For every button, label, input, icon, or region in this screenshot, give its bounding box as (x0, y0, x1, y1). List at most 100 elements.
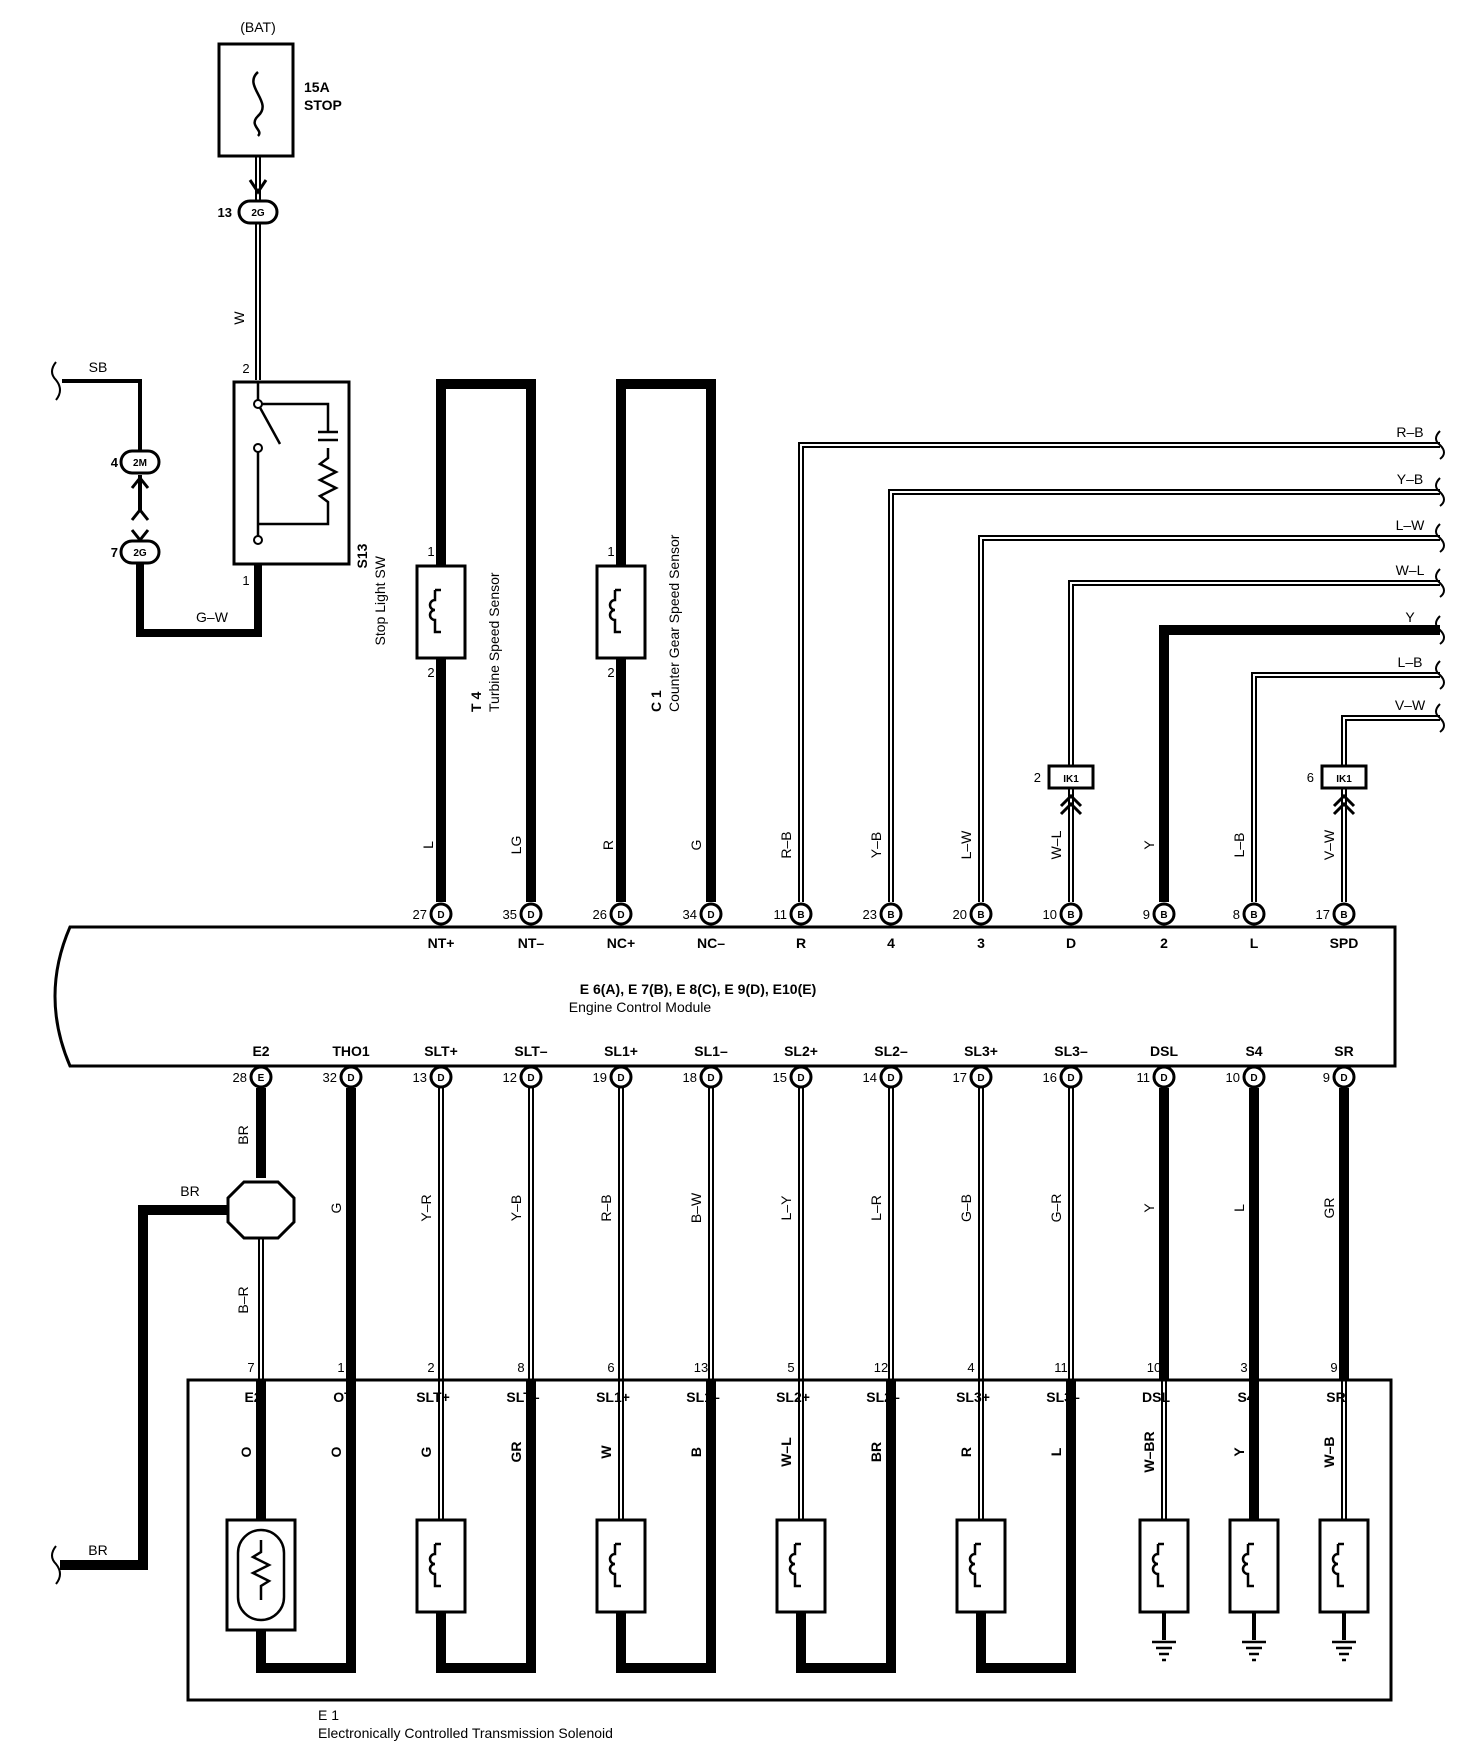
ecm-bottom-label: E2 (252, 1043, 269, 1059)
ik1-id: IK1 (1336, 774, 1352, 785)
ecm-top-label: D (1066, 935, 1076, 951)
ecm-bottom-pin: 11 (1137, 1070, 1151, 1085)
switch-code: S13 (354, 543, 370, 568)
solenoid-terminal-label: SL2+ (776, 1389, 810, 1405)
ecm-top-terminal-letter: B (797, 910, 804, 921)
solenoid-coil-winding (608, 1542, 621, 1588)
ecm-bottom-label: THO1 (332, 1043, 370, 1059)
speed-sensor-coil (595, 564, 647, 660)
solenoid-pin: 13 (694, 1360, 708, 1375)
ecm-bottom-terminal-letter: D (977, 1073, 984, 1084)
ecm-top-terminal (699, 902, 723, 926)
ecm-bottom-pin: 9 (1323, 1070, 1330, 1085)
solenoid-terminal-label: SL3– (1046, 1389, 1080, 1405)
ecm-top-terminal (969, 902, 993, 926)
ecm-top-label: 2 (1160, 935, 1168, 951)
ecm-top-pin: 8 (1233, 907, 1240, 922)
sensor-wire-label: LG (508, 836, 524, 855)
ecm-bottom-label: S4 (1245, 1043, 1262, 1059)
ecm-top-terminal (429, 902, 453, 926)
ecm-bottom-label: SL3+ (964, 1043, 998, 1059)
wire-right-label: W–L (1396, 562, 1425, 578)
wire-sb-label: SB (89, 359, 108, 375)
ecm-top-terminal-letter: D (617, 910, 624, 921)
wire-br-ground (60, 1205, 228, 1570)
switch-name: Stop Light SW (372, 555, 388, 645)
ecm-bottom-wire-label: L (1231, 1204, 1247, 1212)
ecm-top-pin: 35 (503, 907, 517, 922)
solenoid-return (976, 1520, 1076, 1673)
ik1-pin: 6 (1307, 770, 1314, 785)
ecm-top-terminal (1332, 902, 1356, 926)
solenoid-wire-label: O (328, 1446, 344, 1457)
ecm-bottom-label: SL1+ (604, 1043, 638, 1059)
ecm-top-wire-label: Y–B (868, 832, 884, 858)
solenoid-terminal-label: SR (1326, 1389, 1345, 1405)
speed-sensor-coil-winding (608, 588, 621, 634)
solenoid-wire-label: W–BR (1141, 1431, 1157, 1472)
ground-symbol (1332, 1640, 1356, 1662)
ecm-top-wire-label: L–B (1231, 833, 1247, 858)
sensor-name: Counter Gear Speed Sensor (666, 534, 682, 712)
fuse-source: (BAT) (240, 19, 276, 35)
ecm-bottom-label: SL3– (1054, 1043, 1088, 1059)
solenoid-wire-label: G (418, 1446, 434, 1457)
solenoid-pin: 3 (1240, 1360, 1247, 1375)
solenoid-wire-label: L (1048, 1447, 1064, 1456)
solenoid-wire-label: Y (1231, 1447, 1247, 1457)
ecm-bottom-pin: 14 (863, 1070, 877, 1085)
solenoid-coil-winding (1241, 1542, 1254, 1588)
sensor-code: C 1 (648, 690, 664, 712)
ecm-bottom-terminal (519, 1065, 543, 1089)
ecm-top-terminal (519, 902, 543, 926)
solenoid-coil (955, 1518, 1007, 1614)
ecm-bottom-pin: 12 (503, 1070, 517, 1085)
ecm-bottom-label: SLT+ (424, 1043, 458, 1059)
wire-br-bottom-label: BR (88, 1542, 107, 1558)
wire-right-stripe (800, 444, 1440, 902)
temp-sensor-resistor (250, 1540, 272, 1600)
ecm-bottom-wire-label: GR (1321, 1198, 1337, 1219)
wire-b-r-label: B–R (235, 1286, 251, 1313)
solenoid-code: E 1 (318, 1707, 339, 1723)
wire-br-label: BR (180, 1183, 199, 1199)
wire-right-label: V–W (1395, 697, 1426, 713)
solenoid-wire-label: W (598, 1445, 614, 1459)
solenoid-coil (1228, 1518, 1280, 1614)
ecm-top-pin: 23 (863, 907, 877, 922)
ecm-top-terminal-letter: B (977, 910, 984, 921)
wire-layer (60, 156, 1440, 1673)
solenoid-wire-label: GR (508, 1442, 524, 1463)
ik1-chevron (1059, 793, 1083, 816)
solenoid-terminal-label: E2 (244, 1389, 261, 1405)
solenoid-coil-winding (1151, 1542, 1164, 1588)
ecm-bottom-pin: 15 (773, 1070, 787, 1085)
solenoid-pin: 4 (967, 1360, 974, 1375)
ecm-top-label: L (1250, 935, 1259, 951)
ecm-bottom-label: SL2+ (784, 1043, 818, 1059)
ecm-top-terminal-letter: B (1160, 910, 1167, 921)
ecm-bottom-wire-label: R–B (598, 1194, 614, 1221)
ecm-box (53, 925, 1397, 1068)
wire-break (51, 361, 61, 401)
solenoid-coil-winding (788, 1542, 801, 1588)
solenoid-terminal-label: SL2– (866, 1389, 900, 1405)
ecm-bottom-wire-label: L–Y (778, 1195, 794, 1221)
ecm-top-terminal-letter: B (887, 910, 894, 921)
ecm-bottom-pin: 32 (323, 1070, 337, 1085)
wire-break (1435, 430, 1445, 460)
switch-contact (253, 399, 263, 409)
fuse-element (252, 71, 264, 137)
ecm-top-wire-label: Y (1141, 840, 1157, 850)
ecm-top-label: R (796, 935, 806, 951)
ecm-top-wire-label: L–W (958, 830, 974, 860)
wire-break (51, 1545, 61, 1585)
ecm-top-pin: 17 (1316, 907, 1330, 922)
ecm-bottom-terminal-letter: E (258, 1073, 265, 1084)
ground-symbol (1152, 1640, 1176, 1662)
ground-junction (226, 1180, 296, 1240)
solenoid-return (436, 1520, 536, 1673)
ecm-bottom-terminal-letter: D (1340, 1073, 1347, 1084)
ecm-top-label: NC+ (607, 935, 635, 951)
ik1-id: IK1 (1063, 774, 1079, 785)
